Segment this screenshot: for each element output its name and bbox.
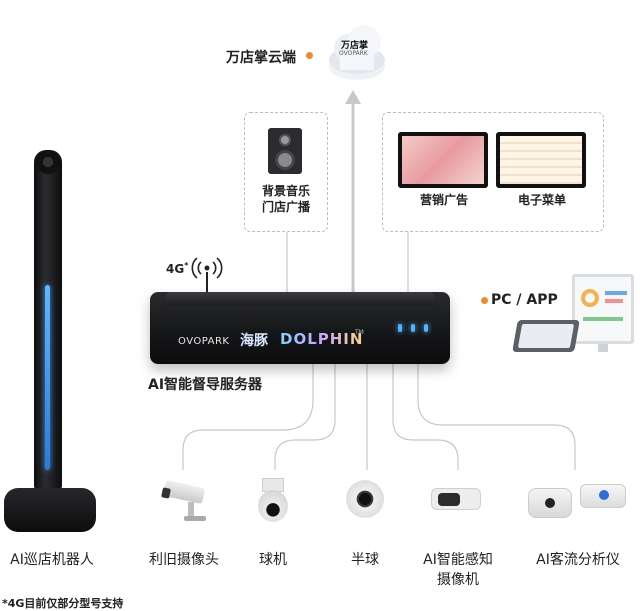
device-label-ai-camera-1: AI智能感知 [423,552,493,568]
pc-bullet [481,297,488,304]
robot-base [4,488,96,532]
robot-light-strip [45,285,50,470]
led-power [398,324,402,332]
router-caption: AI智能督导服务器 [148,377,263,393]
cloud-logo-sub: OVOPARK [339,50,368,57]
uplink-arrowhead [345,90,361,104]
phone-icon [512,320,580,352]
menu-label: 电子菜单 [518,193,567,207]
led-status [424,324,428,332]
signal-label: 4G* [166,261,189,276]
device-link-1 [182,364,314,470]
router-name-en: DOLPHIN [280,330,364,348]
device-label-dome: 半球 [351,552,379,568]
speaker-icon [268,128,302,174]
marketing-screen [398,132,488,188]
device-label-ai-camera-2: 摄像机 [437,572,479,588]
ai-camera-icon [431,488,481,510]
router-name-cn: 海豚 [240,333,268,349]
device-label-people-counter: AI客流分析仪 [536,552,620,568]
dome-camera-icon [346,480,384,520]
router-tm: TM [355,329,364,336]
device-link-4 [392,364,459,470]
bullet-camera-icon [160,480,210,522]
speed-dome-icon [256,478,290,524]
audio-label-2: 门店广播 [262,200,311,214]
cloud-bullet [306,52,313,59]
robot-camera-icon [36,150,60,174]
people-counter-icon [528,484,628,520]
led-cloud [411,324,415,332]
monitor-icon [572,274,634,356]
pc-label: PC / APP [491,292,558,308]
audio-box [244,112,328,232]
screens-box [382,112,604,232]
device-label-robot: AI巡店机器人 [10,552,94,568]
menu-screen [496,132,586,188]
signal-icon [191,257,223,279]
audio-label-1: 背景音乐 [262,184,311,198]
ai-server-top [165,292,435,306]
cloud-icon [326,18,388,84]
device-label-speed-dome: 球机 [259,552,287,568]
cloud-label: 万店掌云端 [226,50,296,66]
marketing-label: 营销广告 [420,193,469,207]
cloud-logo-text: 万店掌 [341,41,369,51]
footnote: *4G目前仅部分型号支持 [2,597,124,610]
device-link-5 [417,364,576,470]
router-brand: OVOPARK [178,336,230,347]
device-label-legacy-camera: 利旧摄像头 [149,552,219,568]
device-link-2 [274,364,336,470]
